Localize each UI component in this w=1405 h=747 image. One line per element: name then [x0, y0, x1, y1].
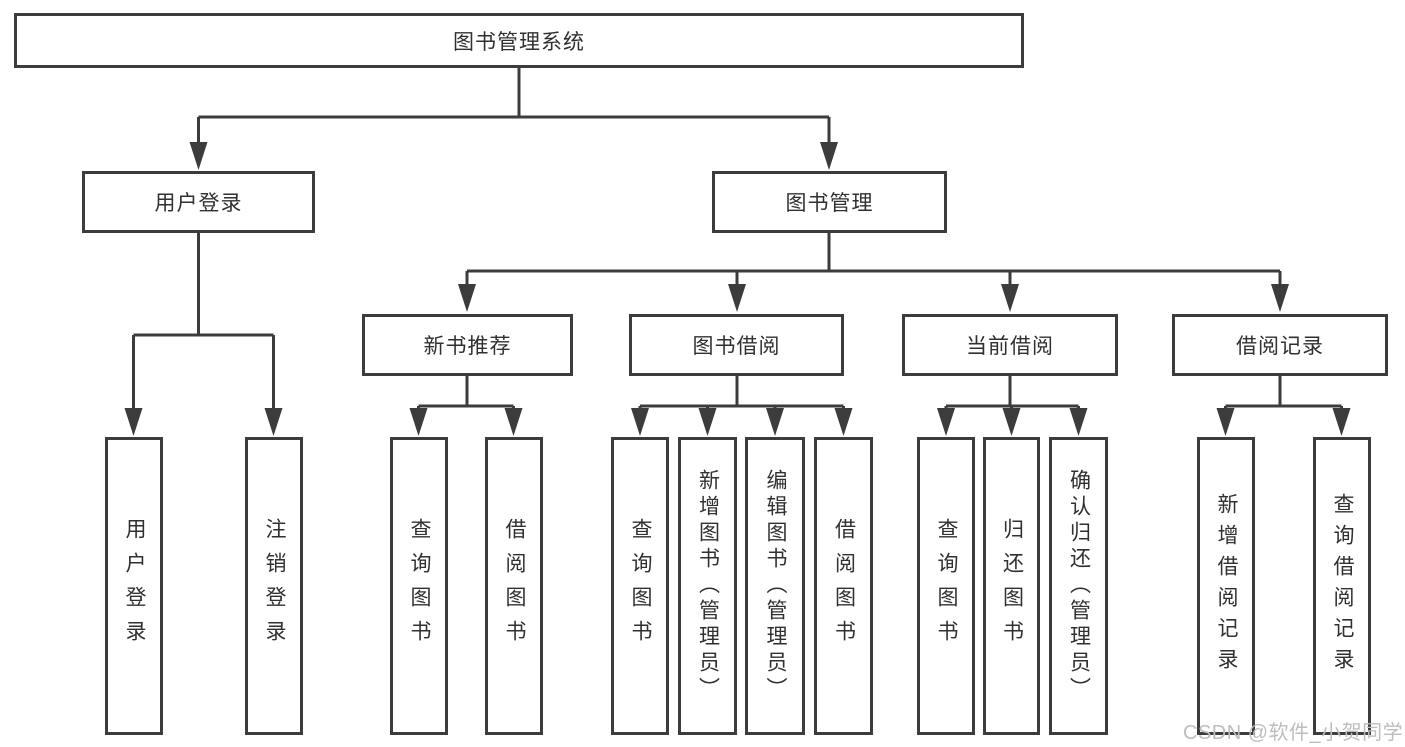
node-borrow-records: 借阅记录 [1172, 314, 1388, 376]
leaf-bb-add-books-label: 新增图书（管理员） [696, 469, 720, 703]
leaf-bb-borrow-books-label: 借阅图书 [832, 518, 856, 654]
leaf-cb-query-books-label: 查询图书 [935, 518, 958, 654]
leaf-bb-query-books: 查询图书 [611, 437, 669, 735]
node-new-book-recommend: 新书推荐 [362, 314, 573, 376]
leaf-nb-query-books: 查询图书 [390, 437, 448, 735]
node-book-borrow: 图书借阅 [629, 314, 844, 376]
node-user-login-label: 用户登录 [154, 192, 243, 215]
leaf-bb-query-books-label: 查询图书 [629, 518, 652, 654]
leaf-br-query-record-label: 查询借阅记录 [1331, 493, 1354, 679]
leaf-nb-query-books-label: 查询图书 [408, 518, 431, 654]
node-book-management-label: 图书管理 [785, 192, 874, 215]
node-root-label: 图书管理系统 [453, 30, 585, 54]
node-new-book-recommend-label: 新书推荐 [423, 335, 512, 358]
node-user-login: 用户登录 [82, 171, 315, 233]
node-current-borrow-label: 当前借阅 [966, 335, 1054, 358]
node-book-borrow-label: 图书借阅 [692, 335, 781, 358]
leaf-logout: 注销登录 [245, 437, 303, 735]
leaf-user-login: 用户登录 [105, 437, 163, 735]
leaf-br-add-record-label: 新增借阅记录 [1215, 493, 1238, 679]
leaf-bb-add-books: 新增图书（管理员） [678, 437, 737, 735]
leaf-br-add-record: 新增借阅记录 [1197, 437, 1255, 735]
leaf-nb-borrow-books: 借阅图书 [485, 437, 543, 735]
leaf-br-query-record: 查询借阅记录 [1313, 437, 1371, 735]
node-current-borrow: 当前借阅 [902, 314, 1118, 376]
leaf-logout-label: 注销登录 [263, 518, 286, 654]
leaf-cb-confirm-return: 确认归还（管理员） [1049, 437, 1108, 735]
leaf-cb-return-books: 归还图书 [983, 437, 1040, 735]
node-borrow-records-label: 借阅记录 [1236, 335, 1324, 358]
leaf-cb-confirm-return-label: 确认归还（管理员） [1067, 469, 1091, 703]
leaf-bb-edit-books: 编辑图书（管理员） [745, 437, 805, 735]
leaf-nb-borrow-books-label: 借阅图书 [503, 518, 526, 654]
leaf-bb-borrow-books: 借阅图书 [814, 437, 873, 735]
node-root: 图书管理系统 [14, 13, 1024, 68]
leaf-cb-return-books-label: 归还图书 [1000, 518, 1024, 654]
leaf-cb-query-books: 查询图书 [917, 437, 975, 735]
leaf-user-login-label: 用户登录 [123, 518, 146, 654]
leaf-bb-edit-books-label: 编辑图书（管理员） [764, 469, 787, 703]
csdn-watermark: CSDN @软件_小贺同学 [1183, 722, 1404, 744]
node-book-management: 图书管理 [712, 171, 947, 233]
